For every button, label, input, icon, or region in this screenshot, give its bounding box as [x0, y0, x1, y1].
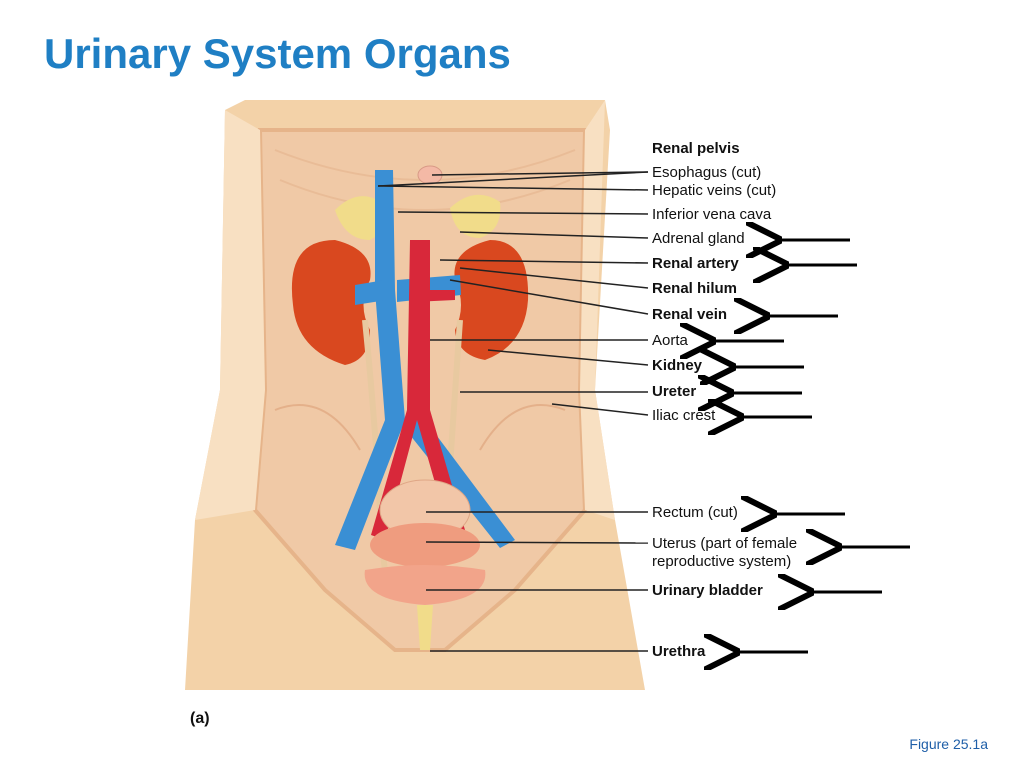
figure-reference: Figure 25.1a — [909, 736, 988, 752]
label-esophagus: Esophagus (cut) — [652, 164, 762, 181]
label-kidney: Kidney — [652, 357, 703, 374]
label-renal-vein: Renal vein — [652, 306, 728, 323]
bladder-shape — [364, 565, 486, 605]
right-adrenal-shape — [450, 194, 501, 238]
label-ureter: Ureter — [652, 383, 697, 400]
label-uterus: Uterus (part of female reproductive syst… — [652, 535, 798, 570]
uterus-shape — [370, 523, 480, 567]
right-body-wall — [580, 100, 615, 520]
esophagus-shape — [417, 165, 443, 185]
label-aorta: Aorta — [652, 332, 688, 349]
left-body-wall — [195, 110, 265, 520]
label-renal-pelvis: Renal pelvis — [652, 140, 740, 157]
urethra-shape — [417, 605, 433, 650]
label-inferior-vena-cava: Inferior vena cava — [652, 206, 772, 223]
left-kidney-shape — [291, 240, 371, 365]
aorta-shape — [371, 240, 465, 540]
vena-cava-shape — [335, 170, 405, 550]
urinary-system-illustration — [185, 100, 645, 690]
figure-part-tag: (a) — [190, 710, 210, 727]
label-hepatic-veins: Hepatic veins (cut) — [652, 182, 777, 199]
label-renal-hilum: Renal hilum — [652, 280, 738, 297]
label-iliac-crest: Iliac crest — [652, 407, 716, 424]
label-renal-artery: Renal artery — [652, 255, 739, 272]
label-urethra: Urethra — [652, 643, 706, 660]
left-adrenal-shape — [335, 196, 386, 240]
label-rectum: Rectum (cut) — [652, 504, 738, 521]
label-adrenal-gland: Adrenal gland — [652, 230, 745, 247]
slide-title: Urinary System Organs — [44, 30, 511, 77]
label-urinary-bladder: Urinary bladder — [652, 582, 763, 599]
